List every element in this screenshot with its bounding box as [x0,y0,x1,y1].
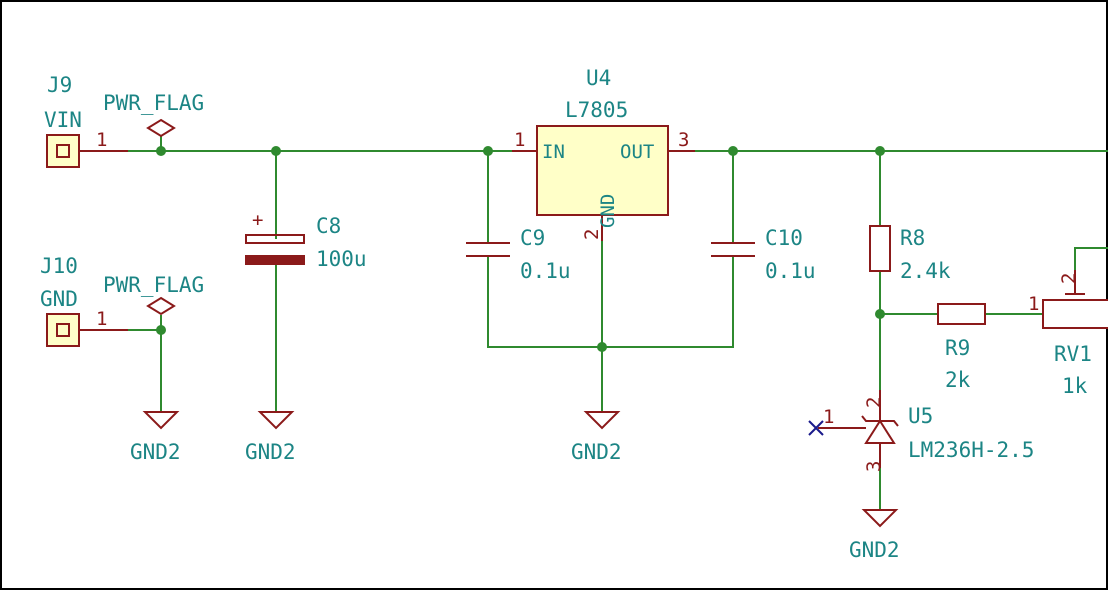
u4-label-in: IN [542,141,565,163]
gnd-label-3: GND2 [571,440,622,464]
r8-ref: R8 [900,226,925,250]
junction-dot [156,146,166,156]
u4-pin-gnd: 2 [581,229,603,240]
u4-pin-in: 1 [514,129,525,151]
u5-pin1: 1 [823,406,834,428]
gnd-label-2: GND2 [245,440,296,464]
gnd-symbol-4: GND2 [849,509,900,562]
j10-pin: 1 [96,308,107,330]
resistor-r8[interactable]: R8 2.4k [869,225,951,283]
u4-value: L7805 [565,98,628,122]
junction-dot [271,146,281,156]
c10-ref: C10 [765,226,803,250]
c8-plus: + [252,209,263,231]
u4-pin-out: 3 [678,129,689,151]
gnd-label-4: GND2 [849,538,900,562]
r9-value: 2k [945,368,971,392]
r8-value: 2.4k [900,259,951,283]
junction-dot [597,342,607,352]
junction-dot [875,309,885,319]
j10-ref: J10 [40,254,78,278]
capacitor-c8[interactable]: + C8 100u [245,209,367,271]
u5-pin2: 2 [863,397,885,408]
gnd-symbol-3: GND2 [571,411,622,464]
pwr-flag-2[interactable]: PWR_FLAG [103,273,204,316]
regulator-u4[interactable]: U4 L7805 1 3 2 IN OUT GND [512,66,695,241]
rv1-ref: RV1 [1054,342,1092,366]
u4-ref: U4 [586,66,611,90]
junctions [156,146,885,352]
c10-value: 0.1u [765,259,816,283]
u4-label-out: OUT [620,141,654,163]
pwr-flag-1[interactable]: PWR_FLAG [103,91,204,138]
j9-ref: J9 [47,73,72,97]
no-connect-marker [808,420,824,436]
r9-ref: R9 [945,336,970,360]
j9-value: VIN [44,108,82,132]
j9-pin: 1 [96,129,107,151]
rv1-pin1: 1 [1028,293,1039,315]
junction-dot [875,146,885,156]
gnd-symbol-1: GND2 [130,411,181,464]
junction-dot [483,146,493,156]
potentiometer-rv1[interactable]: 1 2 RV1 1k [1028,270,1108,398]
rv1-pin2: 2 [1058,273,1080,284]
pwr-flag-2-label: PWR_FLAG [103,273,204,297]
junction-dot [156,325,166,335]
gnd-label-1: GND2 [130,440,181,464]
c8-value: 100u [316,247,367,271]
pwr-flag-1-label: PWR_FLAG [103,91,204,115]
junction-dot [728,146,738,156]
resistor-r9[interactable]: R9 2k [937,303,986,392]
gnd-symbol-2: GND2 [245,411,296,464]
capacitor-c10[interactable]: C10 0.1u [711,226,816,283]
j10-value: GND [40,287,78,311]
wires [79,136,1108,511]
c9-value: 0.1u [520,259,571,283]
u5-pin3: 3 [863,461,885,472]
connector-j10[interactable]: J10 GND 1 [40,254,128,347]
c8-ref: C8 [316,214,341,238]
reference-u5[interactable]: 1 2 3 U5 LM236H-2.5 [818,390,1034,472]
u4-label-gnd: GND [597,194,619,228]
u5-ref: U5 [908,404,933,428]
c9-ref: C9 [520,226,545,250]
connector-j9[interactable]: J9 VIN 1 [44,73,128,168]
capacitor-c9[interactable]: C9 0.1u [466,226,571,283]
rv1-value: 1k [1062,374,1088,398]
u5-value: LM236H-2.5 [908,438,1034,462]
